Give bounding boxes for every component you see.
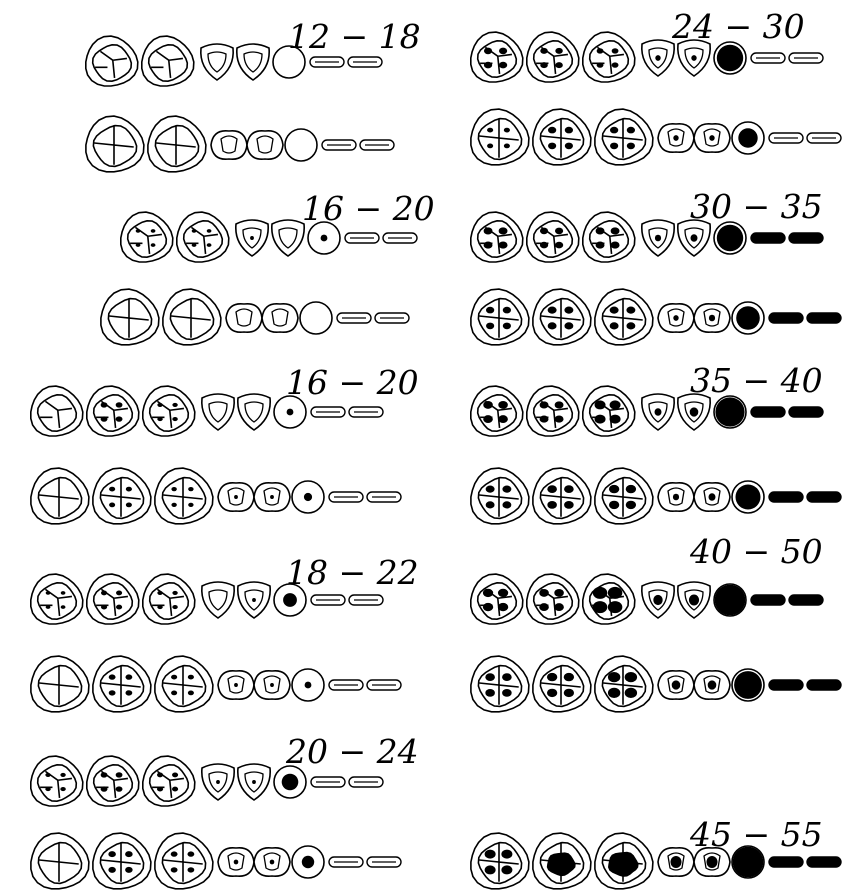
age-label-16-20-b: 16 − 20	[286, 366, 419, 399]
age-label-45-55: 45 − 55	[690, 818, 823, 851]
age-label-18-22: 18 − 22	[286, 556, 419, 589]
tooth-row-lower	[101, 289, 409, 345]
tooth-row-upper	[471, 574, 823, 624]
tooth-row-lower	[471, 468, 841, 524]
tooth-row-lower	[31, 656, 401, 712]
age-label-20-24: 20 − 24	[286, 735, 419, 768]
age-label-35-40: 35 − 40	[690, 364, 823, 397]
age-label-24-30: 24 − 30	[672, 10, 805, 43]
age-label-40-50: 40 − 50	[690, 535, 823, 568]
age-label-16-20-a: 16 − 20	[302, 192, 435, 225]
tooth-row-lower	[471, 109, 841, 165]
age-label-12-18: 12 − 18	[288, 20, 421, 53]
age-label-30-35: 30 − 35	[690, 190, 823, 223]
tooth-row-lower	[86, 116, 394, 172]
tooth-row-lower	[471, 656, 841, 712]
tooth-row-lower	[471, 289, 841, 345]
tooth-row-lower	[31, 833, 401, 889]
tooth-row-lower	[31, 468, 401, 524]
